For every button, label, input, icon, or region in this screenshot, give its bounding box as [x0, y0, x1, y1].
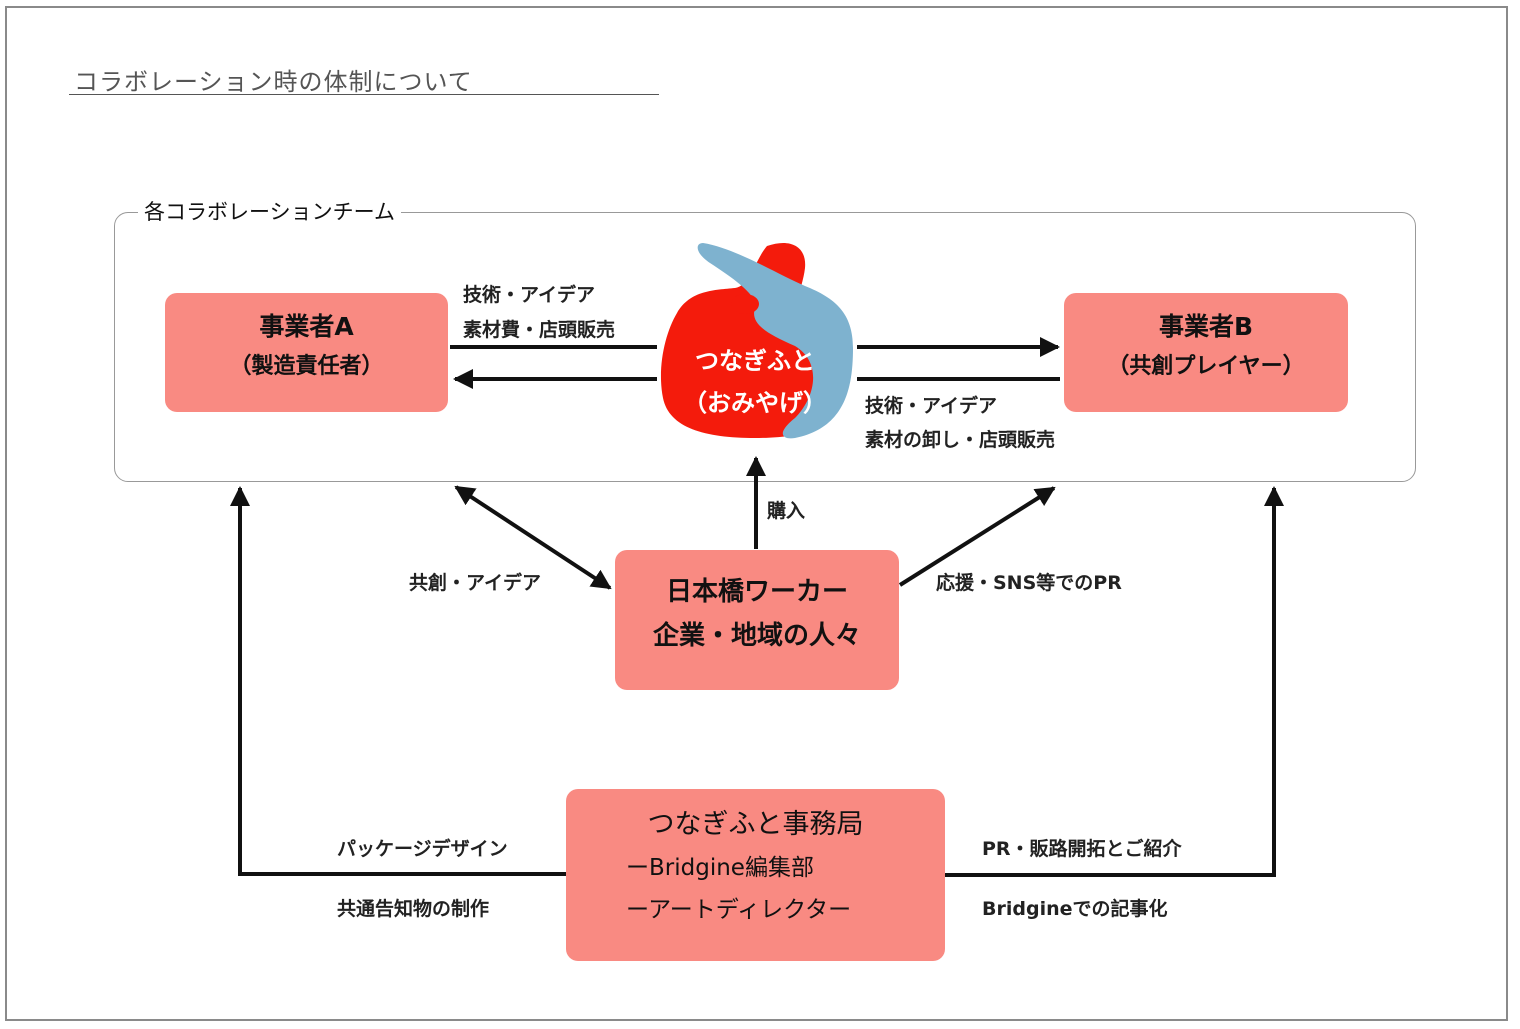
workers-line1: 日本橋ワーカー — [665, 577, 848, 607]
office-line2: ーBridgine編集部 — [626, 855, 814, 881]
page-title: コラボレーション時の体制について — [74, 68, 473, 96]
team-label: 各コラボレーションチーム — [138, 196, 401, 226]
center-label: つなぎふと （おみやげ） — [660, 340, 850, 424]
label-cocreation: 共創・アイデア — [409, 572, 542, 594]
label-pr-sales: PR・販路開拓とご紹介 — [982, 838, 1182, 860]
center-line1: つなぎふと — [695, 347, 815, 375]
business-b-box: 事業者B （共創プレイヤー） — [1064, 293, 1348, 412]
office-line1: つなぎふと事務局 — [647, 809, 864, 840]
office-line3: ーアートディレクター — [626, 897, 852, 923]
business-a-role: （製造責任者） — [229, 354, 384, 379]
logo-red-inner — [731, 294, 759, 314]
label-notices: 共通告知物の制作 — [337, 898, 490, 920]
business-a-box: 事業者A （製造責任者） — [165, 293, 448, 412]
label-articles: Bridgineでの記事化 — [982, 898, 1168, 920]
label-a-tech: 技術・アイデア — [463, 284, 596, 306]
label-a-materials: 素材費・店頭販売 — [463, 319, 616, 341]
logo-blue-shape — [697, 243, 853, 439]
tsunagift-logo — [660, 242, 853, 439]
arrow-office-to-b — [945, 486, 1284, 877]
label-support: 応援・SNS等でのPR — [936, 572, 1122, 594]
arrow-workers-to-b — [898, 486, 1056, 587]
workers-box: 日本橋ワーカー 企業・地域の人々 — [615, 550, 899, 690]
collaboration-team-group — [114, 212, 1416, 482]
business-b-role: （共創プレイヤー） — [1107, 354, 1305, 379]
label-purchase: 購入 — [767, 500, 806, 522]
label-b-tech: 技術・アイデア — [865, 395, 998, 417]
center-line2: （おみやげ） — [683, 389, 827, 417]
label-b-materials: 素材の卸し・店頭販売 — [865, 429, 1056, 451]
arrow-workers-a-bidirectional — [454, 485, 612, 590]
business-a-name: 事業者A — [259, 312, 354, 341]
office-box: つなぎふと事務局 ーBridgine編集部 ーアートディレクター — [566, 789, 945, 961]
title-underline — [69, 94, 659, 95]
workers-line2: 企業・地域の人々 — [652, 621, 861, 651]
business-b-name: 事業者B — [1158, 312, 1254, 341]
arrow-office-to-a — [230, 486, 566, 876]
label-package: パッケージデザイン — [337, 838, 508, 860]
diagram-frame — [5, 6, 1508, 1021]
